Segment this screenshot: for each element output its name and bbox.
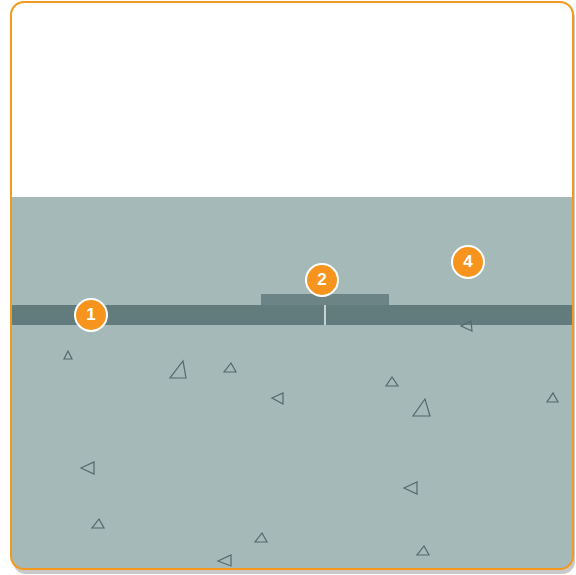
joint-gap — [324, 305, 326, 325]
frame-border — [11, 2, 573, 569]
aggregate — [64, 321, 558, 566]
concrete-ground — [11, 197, 573, 569]
callout-number: 4 — [451, 245, 485, 279]
callout-number: 2 — [305, 263, 339, 297]
callout-number: 1 — [74, 298, 108, 332]
